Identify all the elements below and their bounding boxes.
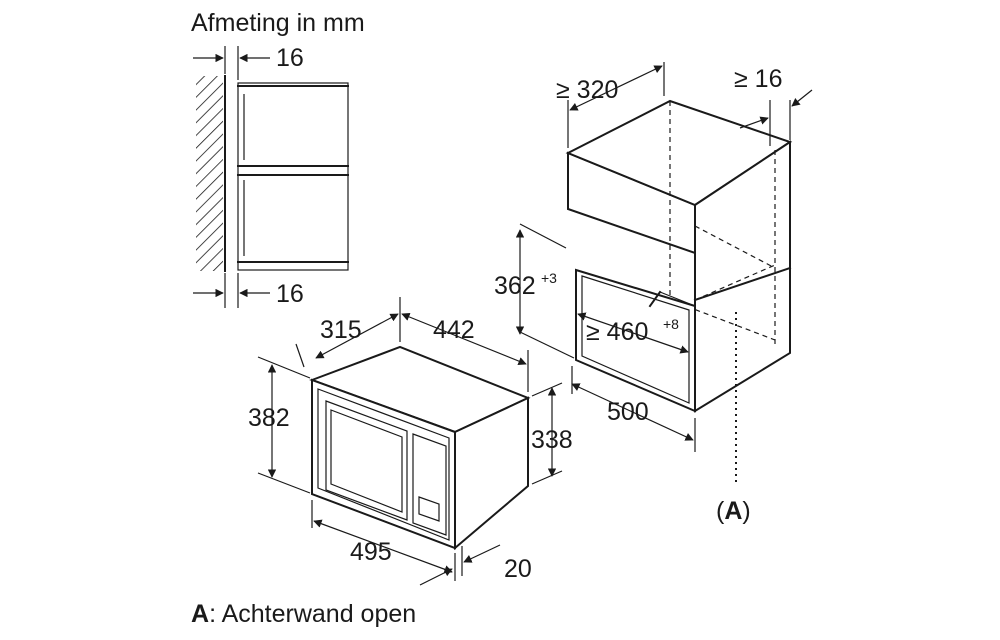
marker-a-label: (A) (716, 497, 751, 525)
bottom-gap-label: 16 (276, 280, 304, 308)
front-width-495-arrow (313, 519, 453, 574)
frame-depth-20-label: 20 (504, 555, 532, 583)
body-height-338-label: 338 (531, 426, 573, 454)
depth-315-arrow (315, 313, 399, 359)
gap-16-arrow-a (739, 116, 769, 129)
gap-16-arrow-b (791, 89, 813, 107)
wall-hatching (196, 76, 223, 271)
width-442-arrow (401, 312, 527, 366)
front-width-495-label: 495 (350, 538, 392, 566)
page-title: Afmeting in mm (191, 9, 365, 37)
gap-16-label: ≥ 16 (734, 65, 782, 93)
niche-width-460-label: ≥ 460 (586, 318, 648, 346)
width-442-label: 442 (433, 316, 475, 344)
depth-320-label: ≥ 320 (556, 76, 618, 104)
frame-depth-20-arrow-a (463, 544, 501, 563)
top-gap-label: 16 (276, 44, 304, 72)
microwave-drawing: 315 442 382 338 495 20 (248, 297, 573, 586)
niche-height-362-label: 362 (494, 272, 536, 300)
side-cabinet-outline (237, 82, 349, 271)
depth-315-label: 315 (320, 316, 362, 344)
cabinet-depth-500-arrow (571, 383, 694, 441)
depth-320-arrow (569, 65, 663, 111)
front-height-382-label: 382 (248, 404, 290, 432)
side-view: 16 16 (193, 44, 349, 308)
cabinet-drawing: ≥ 320 ≥ 16 362 +3 ≥ 460 +8 500 (A) (494, 62, 813, 525)
niche-width-460-tolerance: +8 (663, 316, 679, 332)
legend: A: Achterwand open (191, 600, 416, 628)
frame-depth-20-arrow-b (419, 568, 453, 586)
niche-height-362-tolerance: +3 (541, 270, 557, 286)
cabinet-depth-500-label: 500 (607, 398, 649, 426)
niche-width-460-arrow (577, 312, 689, 354)
